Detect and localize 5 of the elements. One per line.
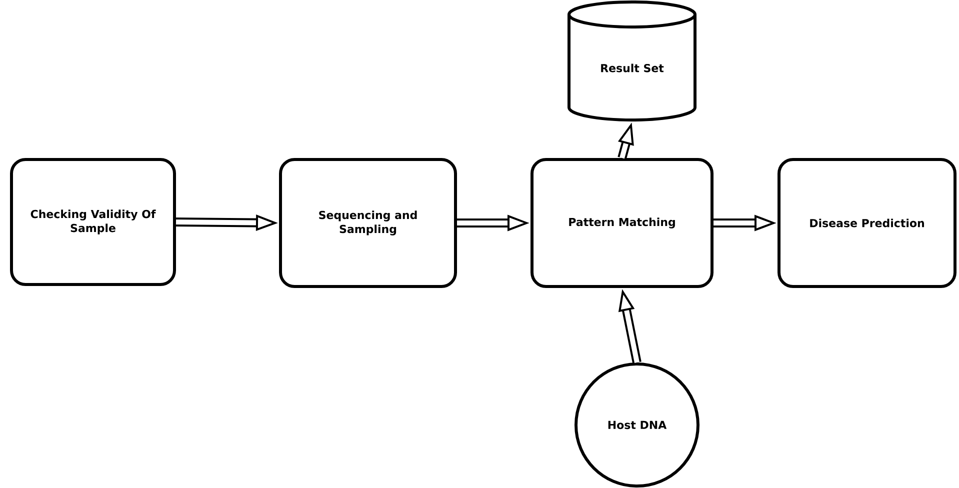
process-box: Disease Prediction bbox=[778, 158, 956, 288]
process-box: Checking Validity Of Sample bbox=[10, 158, 176, 286]
process-box: Pattern Matching bbox=[530, 158, 714, 288]
process-box: Sequencing and Sampling bbox=[279, 158, 457, 288]
database-cylinder: Result Set bbox=[568, 0, 696, 122]
